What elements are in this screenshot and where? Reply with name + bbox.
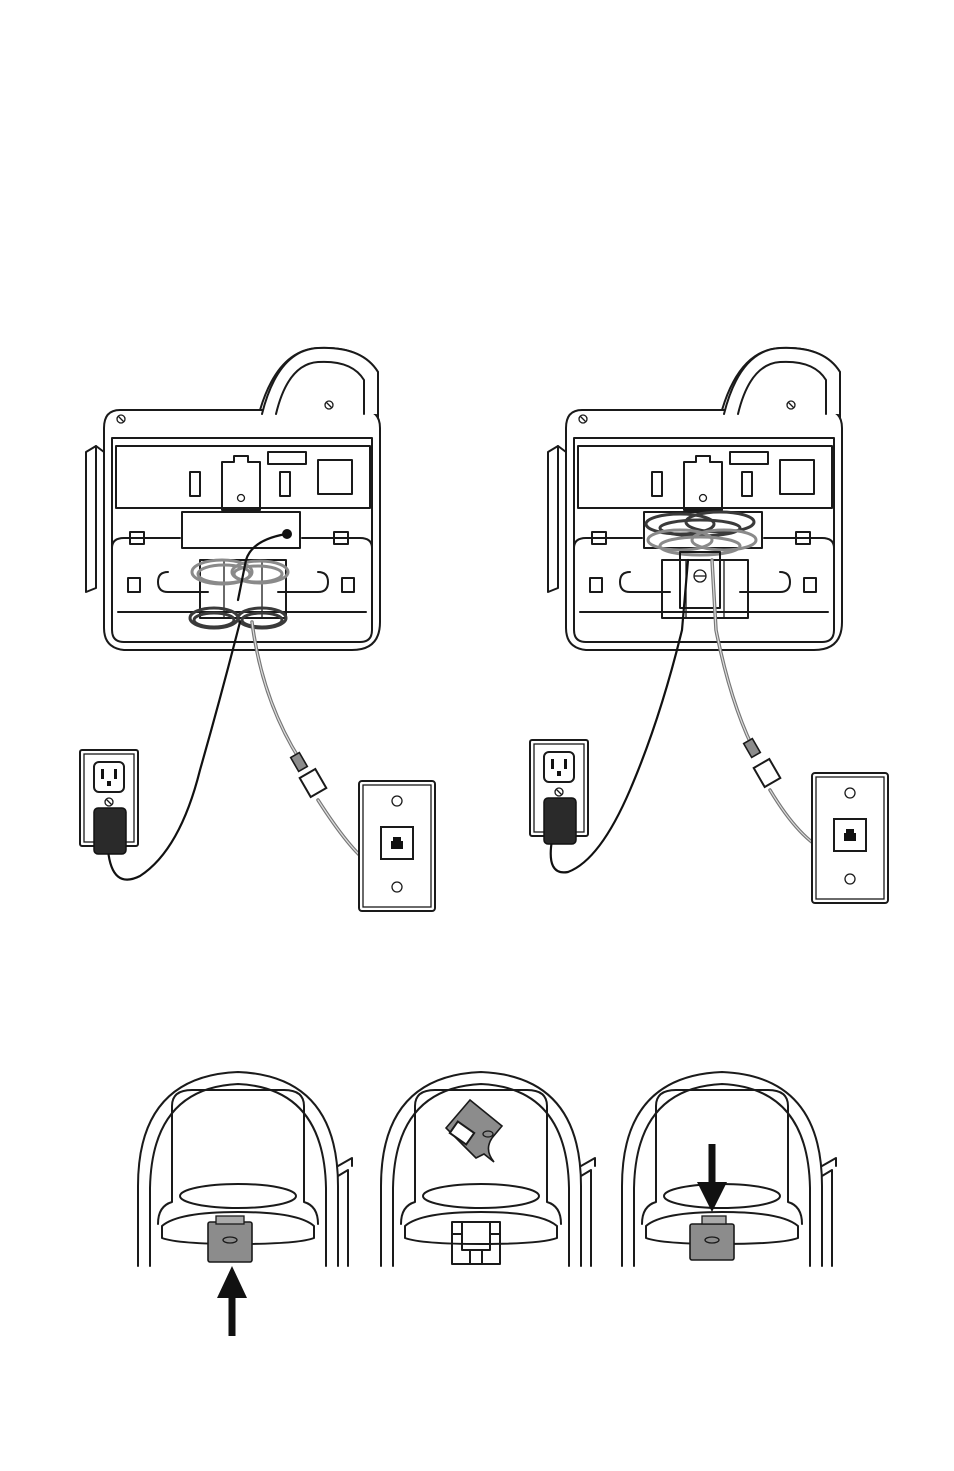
rotated-tab-icon <box>446 1100 502 1162</box>
arrow-down-icon <box>697 1144 727 1212</box>
bracket-remove-figure <box>138 1072 352 1336</box>
desk-installation-figure <box>80 348 435 911</box>
bracket-insert-figure <box>622 1072 836 1266</box>
wall-installation-figure <box>530 348 888 903</box>
bracket-rotate-figure <box>381 1072 595 1266</box>
arrow-up-icon <box>217 1266 247 1336</box>
